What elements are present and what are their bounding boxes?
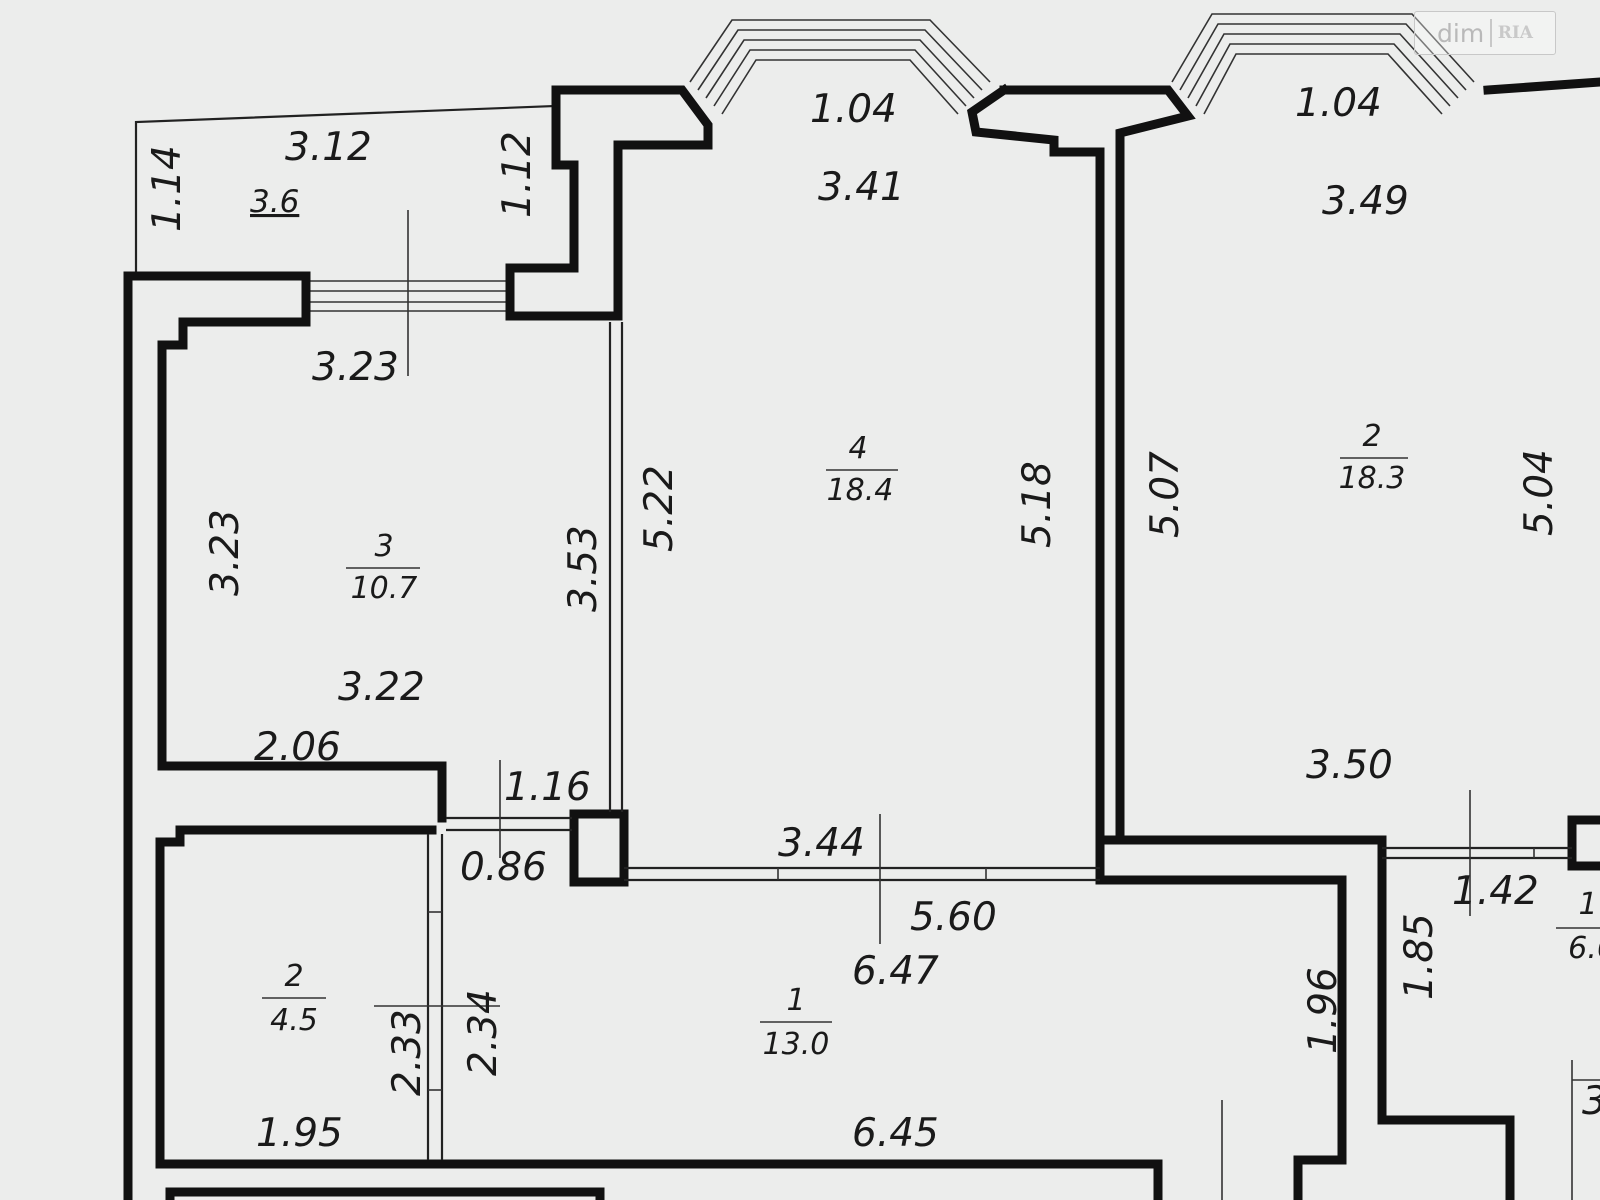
bath-left-label: 2.33 (385, 1009, 430, 1096)
wall-lower (165, 1187, 605, 1200)
room2-bottom-label: 3.50 (1306, 743, 1393, 788)
watermark-ria: RIA (1497, 23, 1533, 43)
wall-hall-east (1095, 835, 1347, 1200)
hall-top-outer-label: 5.60 (910, 895, 997, 940)
bay-window-right (1171, 13, 1475, 115)
hall-number: 1 (786, 983, 805, 1018)
wall-bathroom (155, 825, 437, 1169)
balcony-depth-right-label: 1.12 (495, 131, 540, 218)
bath-area: 4.5 (270, 1003, 318, 1038)
bay-right-label: 1.04 (1295, 81, 1382, 126)
balcony-area-label: 3.6 (250, 184, 299, 220)
room2-top-label: 3.49 (1322, 179, 1409, 224)
room2-number: 2 (1362, 419, 1381, 454)
wall-right-stub (1567, 815, 1600, 871)
right-room-number: 1 (1578, 887, 1597, 922)
walls (123, 77, 1600, 1200)
room3-top-label: 3.23 (312, 345, 399, 390)
watermark-logo: dim RIA (1414, 11, 1556, 55)
wall-hall-right (1115, 835, 1515, 1200)
balcony-width-label: 3.12 (285, 125, 372, 170)
watermark-separator (1490, 19, 1492, 47)
room3-left-label: 3.23 (203, 509, 248, 596)
room2-right-label: 5.04 (1517, 449, 1562, 536)
hall-area: 13.0 (763, 1027, 830, 1062)
right-room-left-label: 1.85 (1397, 913, 1442, 1000)
room4-right-label: 5.18 (1015, 461, 1060, 548)
room3-bottom-label: 3.22 (338, 665, 425, 710)
right-room-area: 6.6 (1568, 931, 1600, 966)
dimension-ticks (374, 760, 1471, 1200)
balcony-outline (134, 88, 558, 275)
niche-label: 0.86 (460, 845, 547, 890)
room3-right-label: 3.53 (561, 525, 606, 612)
bay-left-label: 1.04 (810, 87, 897, 132)
room3-area: 10.7 (351, 571, 418, 606)
bath-bottom-label: 1.95 (256, 1111, 343, 1156)
room4-number: 4 (848, 431, 867, 466)
watermark-dim: dim (1437, 18, 1485, 48)
wall-center-pier (967, 83, 1196, 845)
corridor-top-label: 2.06 (254, 725, 341, 770)
balcony-depth-left-label: 1.14 (145, 145, 190, 232)
room4-top-label: 3.41 (818, 165, 905, 210)
bath-right-label: 2.34 (461, 989, 506, 1076)
partitions (426, 322, 1600, 1200)
hall-bottom-label: 6.45 (852, 1111, 939, 1156)
column (569, 809, 629, 887)
door-width-label: 1.16 (504, 765, 591, 810)
wall-pier (505, 85, 713, 321)
room4-area: 18.4 (827, 473, 894, 508)
wall-bottom (155, 1159, 1163, 1200)
bath-number: 2 (284, 959, 303, 994)
hall-right-label: 1.96 (1301, 967, 1346, 1054)
room2-left-label: 5.07 (1143, 451, 1188, 538)
right-room-top-label: 1.42 (1452, 869, 1539, 914)
cut-right-label: 3 (1582, 1079, 1600, 1124)
wall-right-pier (1483, 77, 1600, 95)
room2-area: 18.3 (1339, 461, 1406, 496)
room4-bottom-label: 3.44 (778, 821, 865, 866)
room4-left-label: 5.22 (637, 465, 682, 552)
hall-top-label: 6.47 (852, 949, 939, 994)
bay-window-left (689, 19, 991, 115)
room3-number: 3 (374, 529, 393, 564)
wall-left (123, 271, 447, 1200)
